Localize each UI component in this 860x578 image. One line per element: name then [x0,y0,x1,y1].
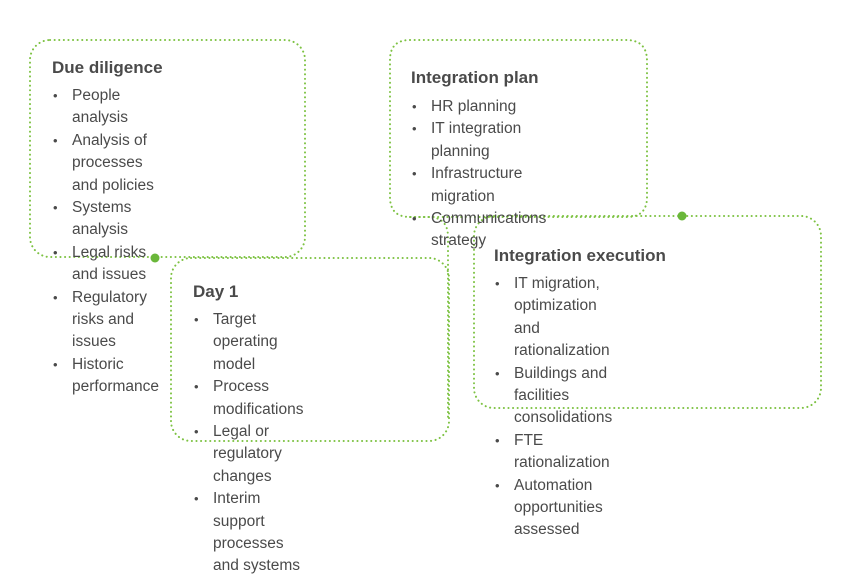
list-item-text: Regulatory risks and issues [72,288,147,351]
list-item-text: Systems analysis [72,199,132,239]
list-item-text: Process modifications [213,378,304,418]
list-item-text: Target operating model [213,311,278,373]
list-item-text: Interim support processes and systems [213,490,301,575]
stage-title: Day 1 [193,282,239,301]
list-item: Communications strategy [411,208,546,253]
list-item: IT integration planning [411,118,546,163]
stage-item-list: People analysisAnalysis of processes and… [52,85,159,399]
list-item-text: Buildings and facilities consolidations [514,364,613,427]
list-item-text: IT integration planning [431,120,522,160]
list-item-text: Communications strategy [431,210,547,250]
list-item-text: IT migration, optimization and rationali… [514,275,610,360]
list-item-text: People analysis [72,87,128,127]
list-item: Analysis of processes and policies [52,130,159,197]
list-item: Buildings and facilities consolidations [494,363,612,430]
stage-title: Integration plan [411,68,539,87]
list-item: Interim support processes and systems [193,488,303,578]
list-item-text: HR planning [431,98,517,115]
list-item-text: Infrastructure migration [431,165,523,205]
stage-item-list: HR planning IT integration planningInfras… [411,96,546,253]
list-item-text: Automation opportunities assessed [514,476,603,539]
list-item: Infrastructure migration [411,163,546,208]
integration-plan-box-outline [389,39,648,218]
list-item: Process modifications [193,376,303,421]
list-item: Regulatory risks and issues [52,287,159,354]
list-item-text: Historic performance [72,355,160,396]
list-item: People analysis [52,85,159,130]
list-item: IT migration, optimization and rationali… [494,273,612,363]
list-item: Legal or regulatory changes [193,421,303,488]
list-item-text: Legal risks and issues [72,243,147,284]
list-item: Automation opportunities assessed [494,475,612,542]
due-diligence-box-outline [29,39,306,258]
list-item-text: Analysis of processes and policies [72,131,154,194]
list-item: Systems analysis [52,197,159,242]
list-item: HR planning [411,96,546,119]
list-item-text: Legal or regulatory changes [213,423,282,485]
list-item: Legal risks and issues [52,242,159,287]
list-item: Historic performance [52,354,159,399]
stage-title: Due diligence [52,58,163,77]
stage-title: Integration execution [494,246,666,265]
execution-connector-dot [677,211,687,221]
list-item: FTE rationalization [494,430,612,475]
stage-item-list: Target operating modelProcess modificati… [193,309,303,578]
list-item-text: FTE rationalization [514,431,610,472]
list-item: Target operating model [193,309,303,376]
stage-item-list: IT migration, optimization and rationali… [494,273,612,542]
day1-box-outline [170,257,450,442]
integration-execution-box-outline [473,215,822,409]
